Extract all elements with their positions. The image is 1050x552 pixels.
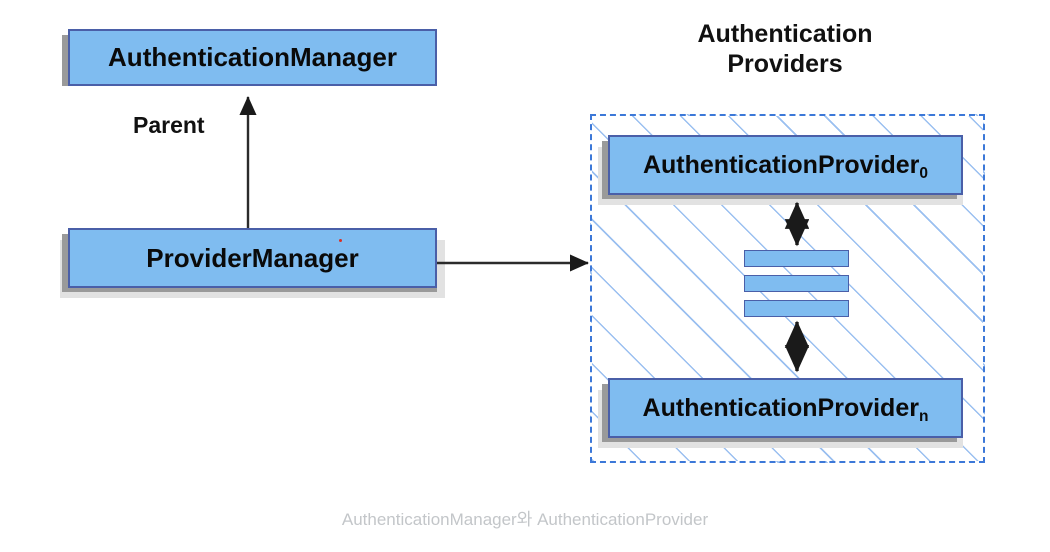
provider-last-subscript: n: [918, 408, 929, 426]
authentication-manager-node: AuthenticationManager: [68, 29, 437, 86]
authentication-manager-label: AuthenticationManager: [108, 42, 397, 72]
provider-last-node: AuthenticationProvidern: [608, 378, 963, 438]
ellipsis-bar-1: [744, 250, 849, 267]
provider-manager-label: ProviderManager: [146, 242, 359, 273]
provider-first-subscript: 0: [919, 165, 929, 183]
parent-edge-label: Parent: [133, 112, 205, 138]
provider-last-label: AuthenticationProvidern: [642, 393, 929, 426]
ellipsis-bar-2: [744, 275, 849, 292]
provider-manager-node: ProviderManager: [68, 228, 437, 288]
provider-first-node: AuthenticationProvider0: [608, 135, 963, 195]
authentication-providers-title-line1: Authentication: [697, 20, 873, 48]
provider-first-label: AuthenticationProvider0: [642, 150, 929, 183]
figure-caption: AuthenticationManager와 AuthenticationPro…: [341, 510, 709, 529]
red-dot-artifact: [339, 239, 342, 242]
authentication-providers-title: Authentication Providers: [635, 20, 935, 79]
authentication-providers-title-line2: Providers: [727, 49, 843, 78]
ellipsis-bar-3: [744, 300, 849, 317]
